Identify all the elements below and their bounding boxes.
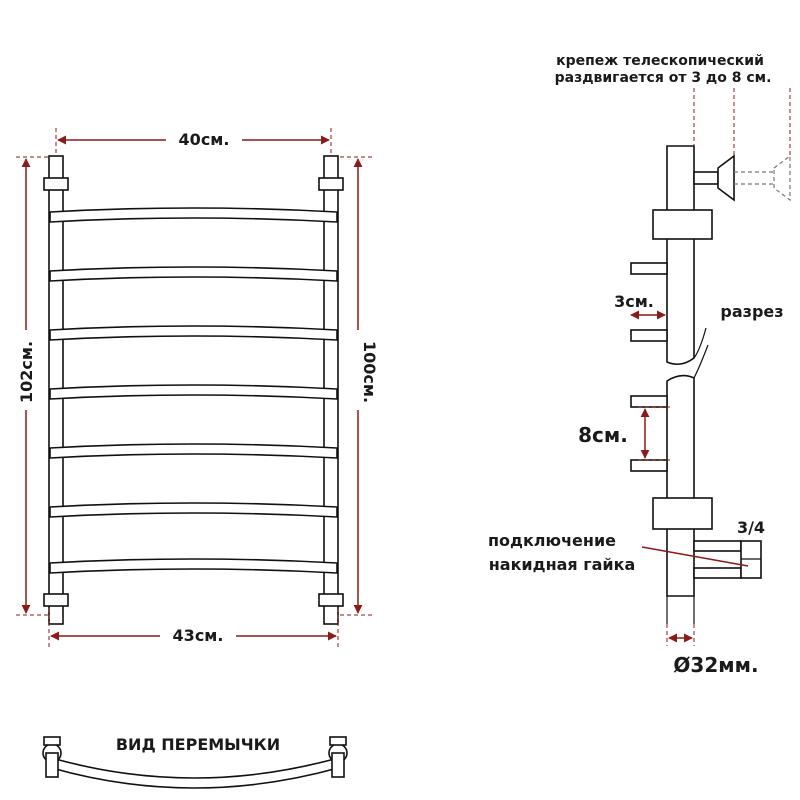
bridge-right-post	[331, 752, 345, 778]
telescopic-mount	[693, 88, 791, 202]
gap-8cm-label: 8см.	[578, 423, 628, 447]
front-view: 40см. 43см. 102см. 100см.	[14, 128, 379, 650]
side-pipe-lower	[666, 374, 695, 597]
right-top-fitting	[318, 177, 344, 191]
pipe-diameter-label: Ø32мм.	[673, 653, 758, 677]
gap-3cm-label: 3см.	[614, 292, 654, 311]
connection-pipe-upper	[693, 540, 742, 552]
mount-cone-extended	[773, 154, 791, 202]
left-height-label: 102см.	[17, 341, 36, 403]
connection-pipe-lower	[693, 567, 742, 579]
connection-leader	[641, 546, 749, 567]
side-pipe-upper	[666, 145, 695, 366]
upper-collar	[652, 209, 713, 240]
rung-6	[49, 502, 338, 518]
bottom-width-label: 43см.	[173, 626, 224, 645]
rung-2	[49, 266, 338, 282]
connection-label-line2: накидная гайка	[489, 555, 636, 574]
bridge-view-title: ВИД ПЕРЕМЫЧКИ	[116, 735, 280, 754]
top-width-label: 40см.	[179, 130, 230, 149]
side-view: крепеж телескопический раздвигается от 3…	[488, 53, 791, 677]
left-top-fitting	[43, 177, 69, 191]
lower-collar	[652, 497, 713, 530]
rung-3	[49, 325, 338, 341]
bridge-left-cap	[43, 736, 61, 746]
thread-label: 3/4	[737, 518, 765, 537]
rung-7	[49, 558, 338, 574]
cut-break-lines	[693, 327, 709, 379]
rung-stub-3	[630, 395, 668, 408]
rung-4	[49, 384, 338, 400]
mount-rod	[693, 171, 719, 185]
side-pipe-end	[666, 596, 695, 624]
rung-1	[49, 207, 338, 223]
rung-stub-2	[630, 329, 668, 342]
mount-label-line1: крепеж телескопический	[556, 53, 764, 69]
bridge-arc	[51, 756, 339, 789]
connection-label-line1: подключение	[488, 531, 616, 550]
bridge-left-post	[45, 752, 59, 778]
rung-5	[49, 443, 338, 459]
mount-label-line2: раздвигается от 3 до 8 см.	[555, 70, 772, 86]
left-bottom-fitting	[43, 593, 69, 607]
cut-label: разрез	[720, 302, 783, 321]
rung-stub-4	[630, 459, 668, 472]
connection-fitting	[693, 540, 762, 579]
right-height-label: 100см.	[360, 341, 379, 403]
bridge-view: ВИД ПЕРЕМЫЧКИ	[42, 735, 348, 789]
mount-cone	[717, 154, 735, 202]
right-bottom-fitting	[318, 593, 344, 607]
rungs	[49, 207, 338, 574]
bridge-right-cap	[329, 736, 347, 746]
rung-stub-1	[630, 262, 668, 275]
